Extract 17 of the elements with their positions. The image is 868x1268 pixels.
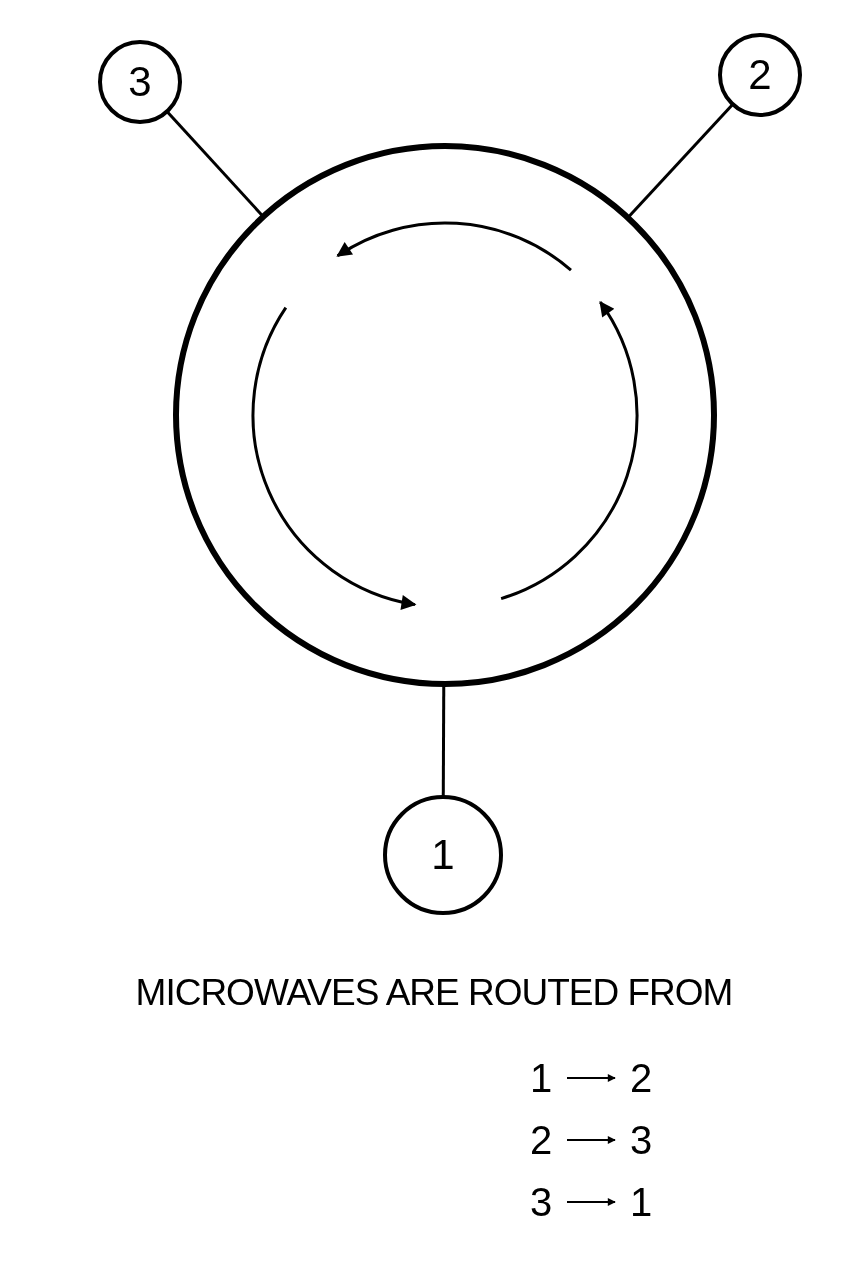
port-circle: 1 xyxy=(383,795,503,915)
port-circle: 2 xyxy=(718,33,802,117)
caption-text: MICROWAVES ARE ROUTED FROM xyxy=(134,972,734,1014)
port-number: 2 xyxy=(619,1056,663,1100)
port-number: 1 xyxy=(519,1056,563,1100)
port-number: 1 xyxy=(619,1180,663,1224)
arrow xyxy=(566,1198,616,1206)
connector-line xyxy=(441,686,446,796)
connector-line xyxy=(166,111,264,217)
arrow xyxy=(566,1074,616,1082)
arrow xyxy=(566,1136,616,1144)
port-circle: 3 xyxy=(98,40,182,124)
connector-line xyxy=(628,104,734,218)
port-number: 3 xyxy=(619,1118,663,1162)
port-number: 3 xyxy=(519,1180,563,1224)
circulator-body xyxy=(173,143,717,687)
port-number: 2 xyxy=(519,1118,563,1162)
